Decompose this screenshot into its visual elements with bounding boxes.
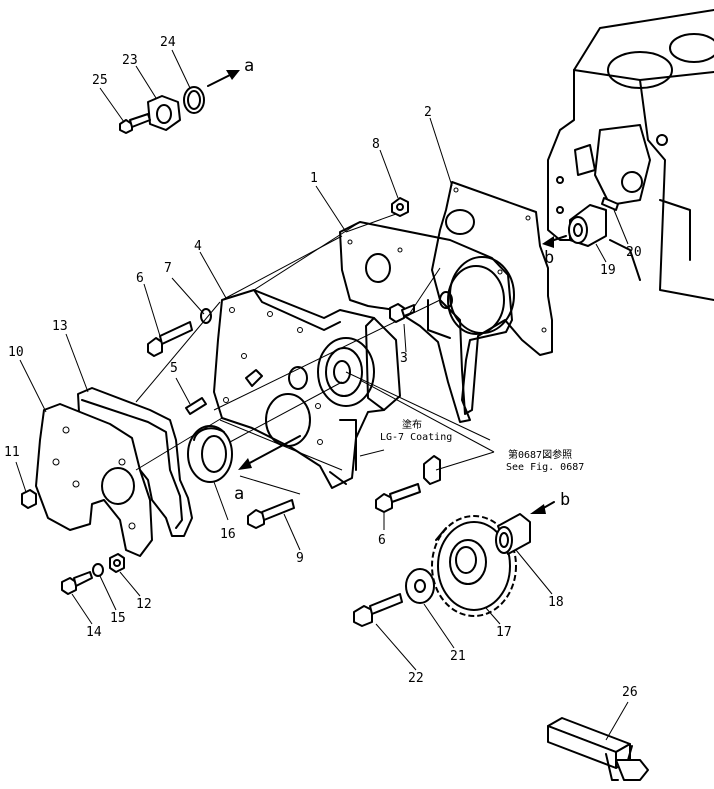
callout-15: 15 [110, 611, 126, 626]
part-9-bolt [247, 499, 295, 529]
arrow-label-b-low: b [560, 490, 571, 510]
part-1-plate [339, 221, 513, 423]
coating-note-en: LG-7 Coating [380, 432, 453, 443]
part-6-bolt-upper [147, 321, 193, 357]
arrow-label-a-top: a [244, 56, 255, 76]
callout-26: 26 [622, 685, 638, 700]
callout-6-upper: 6 [136, 271, 144, 286]
ref-note-jp: 第0687図参照 [508, 450, 573, 461]
callout-6-lower: 6 [378, 533, 386, 548]
callout-18: 18 [548, 595, 564, 610]
callout-2: 2 [424, 105, 432, 120]
callout-5: 5 [170, 361, 178, 376]
callout-10: 10 [8, 345, 24, 360]
callout-7: 7 [164, 261, 172, 276]
part-14-bolt [61, 571, 93, 595]
arrow-label-a-mid: a [234, 484, 245, 504]
callout-19: 19 [600, 263, 616, 278]
callout-24: 24 [160, 35, 176, 50]
callout-13: 13 [52, 319, 68, 334]
part-15-washer [92, 563, 104, 577]
part-24-o-ring [183, 86, 205, 114]
part-11-nut [21, 489, 37, 509]
callout-12: 12 [136, 597, 152, 612]
part-21-washer [405, 568, 435, 604]
part-17-gear [431, 515, 517, 617]
part-5-dowel [185, 397, 207, 415]
part-26-tool [547, 717, 649, 781]
callout-8: 8 [372, 137, 380, 152]
part-16-seal [187, 425, 233, 483]
arrow-label-b-right: b [544, 248, 555, 268]
callout-14: 14 [86, 625, 102, 640]
part-6-bolt-lower [375, 483, 421, 513]
callout-22: 22 [408, 671, 424, 686]
callout-1: 1 [310, 171, 318, 186]
part-25-bolt [119, 113, 151, 134]
leader-lines [15, 49, 629, 741]
callout-20: 20 [626, 245, 642, 260]
part-22-bolt [353, 593, 403, 627]
arrows [207, 70, 567, 514]
coating-note-jp: 塗布 [402, 420, 422, 431]
part-18-bushing [495, 513, 531, 555]
callout-17: 17 [496, 625, 512, 640]
callout-25: 25 [92, 73, 108, 88]
part-4-front-cover [213, 289, 401, 489]
callout-3: 3 [400, 351, 408, 366]
engine-block [547, 9, 714, 301]
callout-16: 16 [220, 527, 236, 542]
callout-4: 4 [194, 239, 202, 254]
part-8-nut [391, 197, 409, 217]
callout-21: 21 [450, 649, 466, 664]
part-23-plate [147, 95, 181, 131]
part-19-bushing [568, 204, 607, 247]
callout-23: 23 [122, 53, 138, 68]
part-12-nut [109, 553, 125, 573]
part-20-pin [601, 197, 619, 211]
part-10-plate [35, 403, 153, 557]
pin-ref-part [423, 455, 441, 485]
ref-note-en: See Fig. 0687 [506, 462, 585, 473]
part-7-washer [200, 308, 212, 324]
part-2-gasket [431, 181, 553, 415]
callout-11: 11 [4, 445, 20, 460]
callout-9: 9 [296, 551, 304, 566]
